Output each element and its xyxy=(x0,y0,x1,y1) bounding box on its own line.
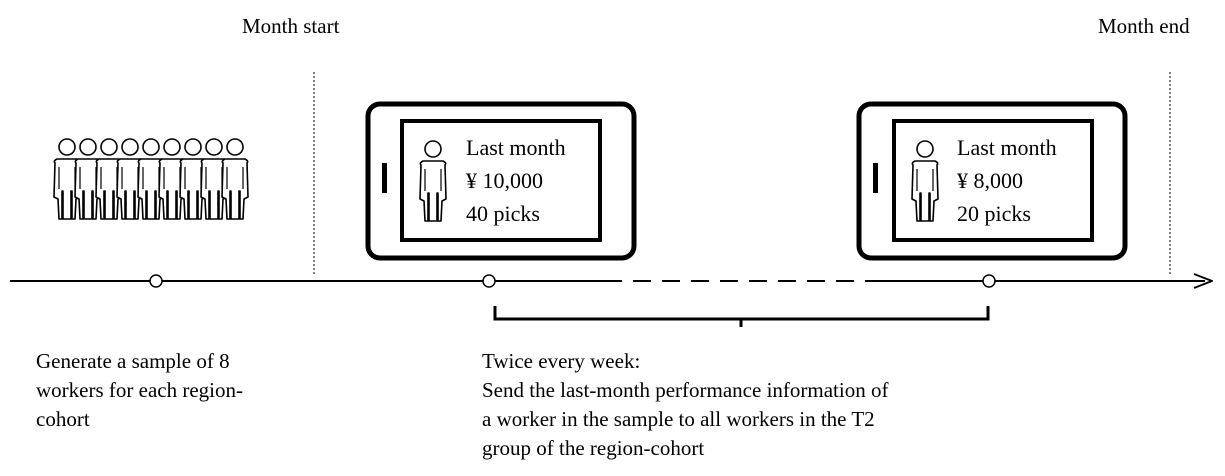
timeline-axis xyxy=(10,273,1213,289)
send-note-line-2: Send the last-month performance informat… xyxy=(482,378,889,402)
group-of-workers-icon xyxy=(53,138,249,220)
sample-note-line-3: cohort xyxy=(36,407,90,431)
timeline-marker-last-send xyxy=(982,274,996,288)
send-note-line-3: a worker in the sample to all workers in… xyxy=(482,407,875,431)
timeline-marker-first-send xyxy=(482,274,496,288)
month-start-label: Month start xyxy=(242,14,340,38)
send-note-line-4: group of the region-cohort xyxy=(482,436,705,460)
phone-1-line-2: ¥ 10,000 xyxy=(466,168,543,193)
sample-note-line-1: Generate a sample of 8 xyxy=(36,349,230,373)
phone-1-line-1: Last month xyxy=(466,135,566,160)
send-note-line-1: Twice every week: xyxy=(482,349,641,373)
timeline-marker-sample xyxy=(149,274,163,288)
sample-note-line-2: workers for each region- xyxy=(36,378,243,402)
phone-2-line-3: 20 picks xyxy=(957,201,1031,226)
phone-2-line-1: Last month xyxy=(957,135,1057,160)
month-end-label: Month end xyxy=(1098,14,1190,38)
phone-1-line-3: 40 picks xyxy=(466,201,540,226)
phone-2-line-2: ¥ 8,000 xyxy=(957,168,1023,193)
period-bracket xyxy=(493,306,990,327)
